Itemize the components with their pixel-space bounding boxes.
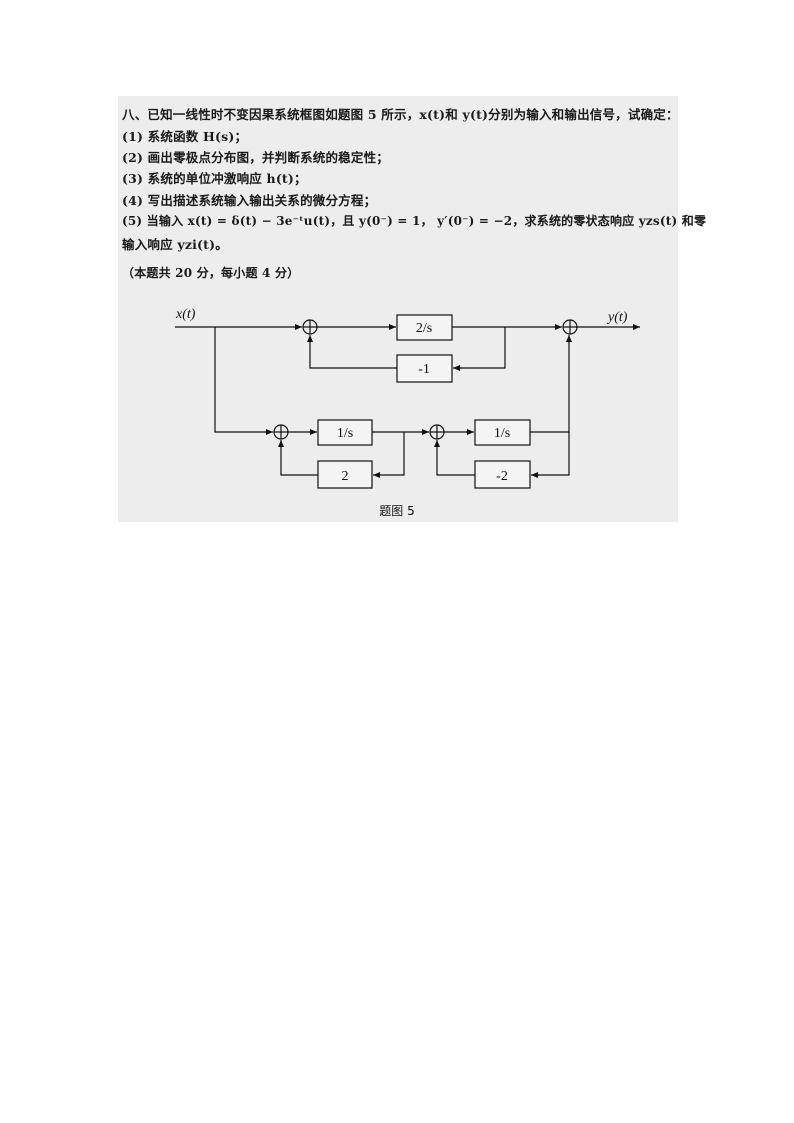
question-2: (2) 画出零极点分布图，并判断系统的稳定性； (122, 150, 389, 165)
scanned-problem-area (118, 96, 678, 522)
question-5: (5) 当输入 x(t) = δ(t) − 3e⁻ᵗu(t)，且 y(0⁻) =… (122, 214, 707, 228)
question-4: (4) 写出描述系统输入输出关系的微分方程； (122, 193, 377, 208)
output-label: y(t) (606, 310, 628, 325)
block-low2-forward: 1/s (494, 426, 510, 441)
figure-caption: 题图 5 (379, 504, 414, 518)
score-note: （本题共 20 分，每小题 4 分） (122, 266, 300, 280)
block-top-forward: 2/s (416, 321, 432, 336)
block-low1-forward: 1/s (337, 426, 353, 441)
question-3: (3) 系统的单位冲激响应 h(t)； (122, 171, 307, 186)
input-label: x(t) (175, 307, 196, 322)
block-top-feedback: -1 (418, 362, 430, 377)
block-low2-feedback: -2 (496, 469, 508, 484)
problem-intro: 八、已知一线性时不变因果系统框图如题图 5 所示，x(t)和 y(t)分别为输入… (122, 107, 679, 122)
question-1: (1) 系统函数 H(s)； (122, 129, 248, 144)
question-5-cont: 输入响应 yzi(t)。 (122, 237, 228, 252)
block-low1-feedback: 2 (342, 469, 349, 484)
